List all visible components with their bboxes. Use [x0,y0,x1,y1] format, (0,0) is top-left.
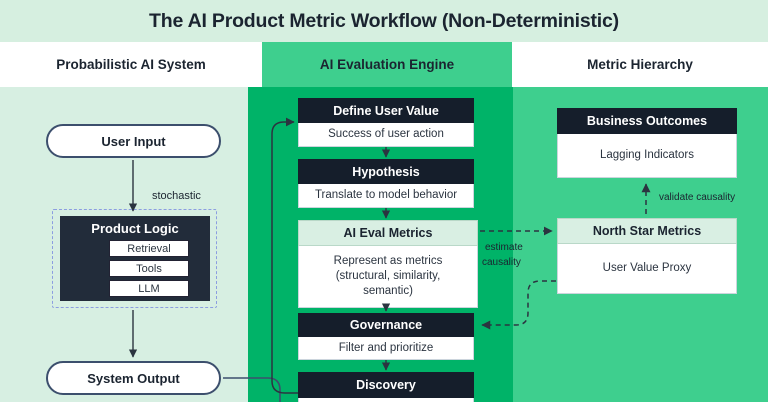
column-header-row: Probabilistic AI System AI Evaluation En… [0,42,768,87]
title-band: The AI Product Metric Workflow (Non-Dete… [0,0,768,42]
node-label: User Input [101,133,166,149]
node-body [298,398,474,402]
tab-metric-hierarchy[interactable]: Metric Hierarchy [512,42,768,87]
label-estimate-causality-line2: causality [482,257,521,268]
node-title: North Star Metrics [557,218,737,244]
product-logic-item-tools[interactable]: Tools [109,260,189,277]
node-business-outcomes[interactable]: Business Outcomes Lagging Indicators [557,108,737,178]
node-title: AI Eval Metrics [298,220,478,246]
item-label: Retrieval [127,242,171,255]
node-title: Hypothesis [298,159,474,184]
tab-label: Probabilistic AI System [56,57,206,72]
product-logic-title: Product Logic [91,221,179,236]
node-body: Translate to model behavior [298,184,474,208]
node-discovery[interactable]: Discovery [298,372,474,402]
page-title: The AI Product Metric Workflow (Non-Dete… [149,9,619,32]
label-estimate-causality-line1: estimate [485,242,523,253]
node-body: Lagging Indicators [557,134,737,178]
product-logic-item-retrieval[interactable]: Retrieval [109,240,189,257]
node-ai-eval-metrics[interactable]: AI Eval Metrics Represent as metrics (st… [298,220,478,308]
product-logic-items: Retrieval Tools LLM [109,240,189,300]
node-body: Success of user action [298,123,474,147]
node-body: Represent as metrics (structural, simila… [298,246,478,308]
node-product-logic[interactable]: Product Logic Retrieval Tools LLM [60,216,210,301]
label-validate-causality: validate causality [659,192,736,203]
tab-probabilistic-ai-system[interactable]: Probabilistic AI System [0,42,262,87]
node-body: Filter and prioritize [298,337,474,360]
node-user-input[interactable]: User Input [46,124,221,158]
node-body: User Value Proxy [557,244,737,294]
node-north-star-metrics[interactable]: North Star Metrics User Value Proxy [557,218,737,294]
label-stochastic: stochastic [152,190,201,202]
item-label: Tools [136,262,162,275]
node-governance[interactable]: Governance Filter and prioritize [298,313,474,360]
node-label: System Output [87,370,180,386]
node-hypothesis[interactable]: Hypothesis Translate to model behavior [298,159,474,208]
product-logic-item-llm[interactable]: LLM [109,280,189,297]
item-label: LLM [138,282,160,295]
node-system-output[interactable]: System Output [46,361,221,395]
node-title: Discovery [298,372,474,398]
tab-ai-evaluation-engine[interactable]: AI Evaluation Engine [262,42,512,87]
node-define-user-value[interactable]: Define User Value Success of user action [298,98,474,147]
tab-label: AI Evaluation Engine [319,57,455,72]
node-title: Business Outcomes [557,108,737,134]
node-title: Define User Value [298,98,474,123]
tab-label: Metric Hierarchy [587,57,693,72]
node-title: Governance [298,313,474,337]
